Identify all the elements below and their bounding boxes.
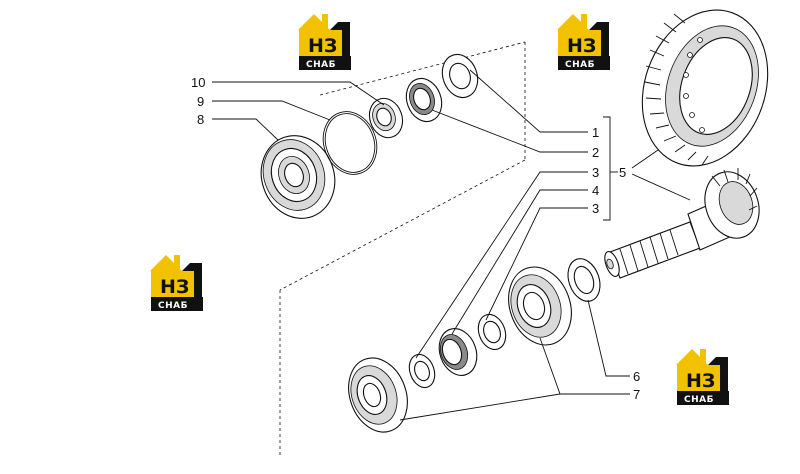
part-2-nut: [405, 77, 443, 123]
logo-watermark-4: НЗ СНАБ: [676, 349, 729, 405]
callout-3-upper: 3: [592, 165, 599, 180]
logo-caption: СНАБ: [684, 395, 714, 405]
callout-5: 5: [619, 165, 626, 180]
part-7-bearing-right: [508, 266, 572, 346]
part-3-spacer-lower: [408, 353, 436, 389]
part-3-spacer-middle: [477, 313, 507, 351]
logo-letters: НЗ: [308, 35, 337, 57]
logo-watermark-2: НЗ СНАБ: [557, 14, 610, 70]
dashed-frame: [279, 41, 526, 456]
logo-caption: СНАБ: [158, 301, 188, 311]
callout-6: 6: [633, 369, 640, 384]
logo-watermark-3: НЗ СНАБ: [150, 255, 203, 311]
part-1-washer: [441, 53, 479, 99]
logo-letters: НЗ: [567, 35, 596, 57]
callout-3-lower: 3: [592, 201, 599, 216]
logo-caption: СНАБ: [306, 60, 336, 70]
logo-letters: НЗ: [686, 370, 715, 392]
part-9-o-ring: [322, 111, 378, 175]
callout-7: 7: [633, 387, 640, 402]
callout-labels: 10 9 8 1 2 3 4 3 5 6 7: [191, 75, 640, 402]
part-5-pinion-shaft: [604, 168, 760, 279]
part-10-small-bearing: [368, 97, 404, 139]
logo-caption: СНАБ: [565, 60, 595, 70]
part-4-collapsible-spacer: [438, 328, 478, 376]
callout-2: 2: [592, 145, 599, 160]
leader-lines: [212, 69, 691, 421]
callout-10: 10: [191, 75, 205, 90]
part-6-shim: [567, 258, 601, 302]
part-7-bearing-left: [348, 357, 408, 433]
logo-letters: НЗ: [160, 276, 189, 298]
logo-watermark-1: НЗ СНАБ: [298, 14, 351, 70]
callout-1: 1: [592, 125, 599, 140]
callout-4: 4: [592, 183, 599, 198]
callout-8: 8: [197, 112, 204, 127]
callout-9: 9: [197, 94, 204, 109]
part-8-bearing-cup: [260, 135, 336, 219]
part-5-crown-gear: [641, 9, 769, 167]
